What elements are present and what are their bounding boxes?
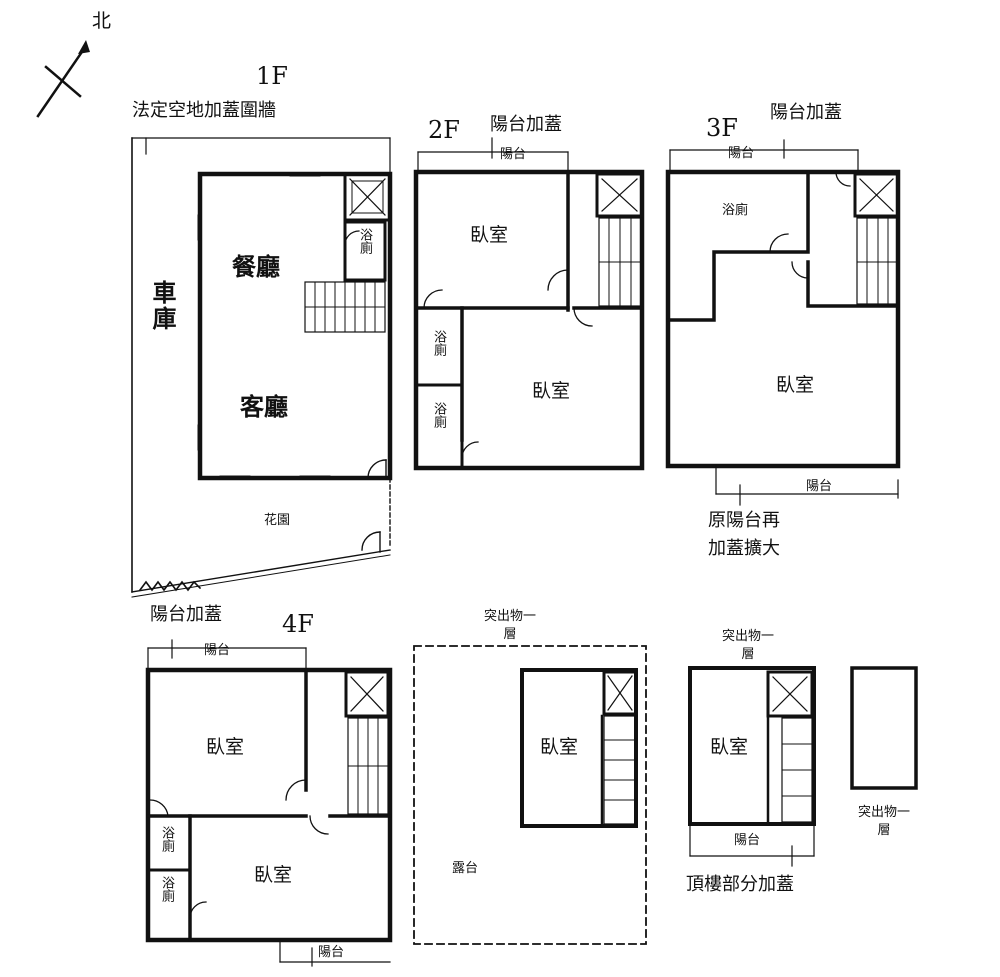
room-bath-2f-b: 浴廁 (431, 402, 446, 428)
roof-projection-plan (850, 666, 918, 790)
label-projection-1: 突出物一層 (483, 609, 536, 642)
room-bedroom-roof-1: 臥室 (540, 736, 579, 758)
room-bedroom-3f: 臥室 (776, 374, 815, 396)
roof-addition-plan (688, 666, 816, 867)
room-bedroom-2f-b: 臥室 (532, 380, 571, 402)
room-bedroom-4f-a: 臥室 (206, 736, 245, 758)
floor-2f-plan (413, 137, 645, 471)
room-bath-4f-a: 浴廁 (159, 826, 174, 852)
room-terrace: 露台 (452, 861, 479, 876)
note-balcony-add-2f: 陽台加蓋 (490, 114, 562, 135)
room-dining: 餐廳 (232, 252, 280, 281)
room-bath-4f-b: 浴廁 (159, 876, 174, 902)
floor-label-2f: 2F (428, 116, 460, 144)
room-bedroom-4f-b: 臥室 (254, 864, 293, 886)
floor-label-4f: 4F (282, 610, 314, 638)
note-legal-open-space: 法定空地加蓋圍牆 (132, 100, 276, 121)
room-bedroom-2f-a: 臥室 (470, 224, 509, 246)
note-orig-balcony-2: 加蓋擴大 (708, 538, 780, 559)
note-orig-balcony-1: 原陽台再 (708, 510, 780, 531)
room-bath-3f: 浴廁 (722, 203, 749, 218)
label-projection-3: 突出物一層 (857, 805, 910, 838)
floor-1f-plan (131, 137, 393, 598)
room-bath-2f-a: 浴廁 (431, 330, 446, 356)
room-balcony-4f-bottom: 陽台 (318, 945, 345, 960)
room-garage: 車庫 (148, 280, 177, 332)
floor-label-3f: 3F (706, 114, 738, 142)
roof-terrace-plan (413, 645, 647, 945)
room-bath-1f: 浴廁 (357, 228, 372, 254)
note-top-floor-add: 頂樓部分加蓋 (686, 874, 794, 895)
floor-3f-plan (665, 139, 901, 506)
room-bedroom-roof-2: 臥室 (710, 736, 749, 758)
north-arrow-icon (36, 40, 90, 118)
floor-label-1f: 1F (256, 62, 288, 90)
room-balcony-roof: 陽台 (734, 833, 761, 848)
room-balcony-3f-top: 陽台 (728, 146, 755, 161)
room-living: 客廳 (240, 392, 288, 421)
note-balcony-add-3f: 陽台加蓋 (770, 102, 842, 123)
north-label: 北 (92, 10, 112, 32)
room-balcony-4f-top: 陽台 (204, 643, 231, 658)
note-balcony-add-4f: 陽台加蓋 (150, 604, 222, 625)
room-garden: 花園 (264, 513, 291, 528)
room-balcony-3f-bottom: 陽台 (806, 479, 833, 494)
room-balcony-2f: 陽台 (500, 147, 527, 162)
label-projection-2: 突出物一層 (721, 629, 774, 662)
floor-4f-plan (145, 639, 393, 967)
